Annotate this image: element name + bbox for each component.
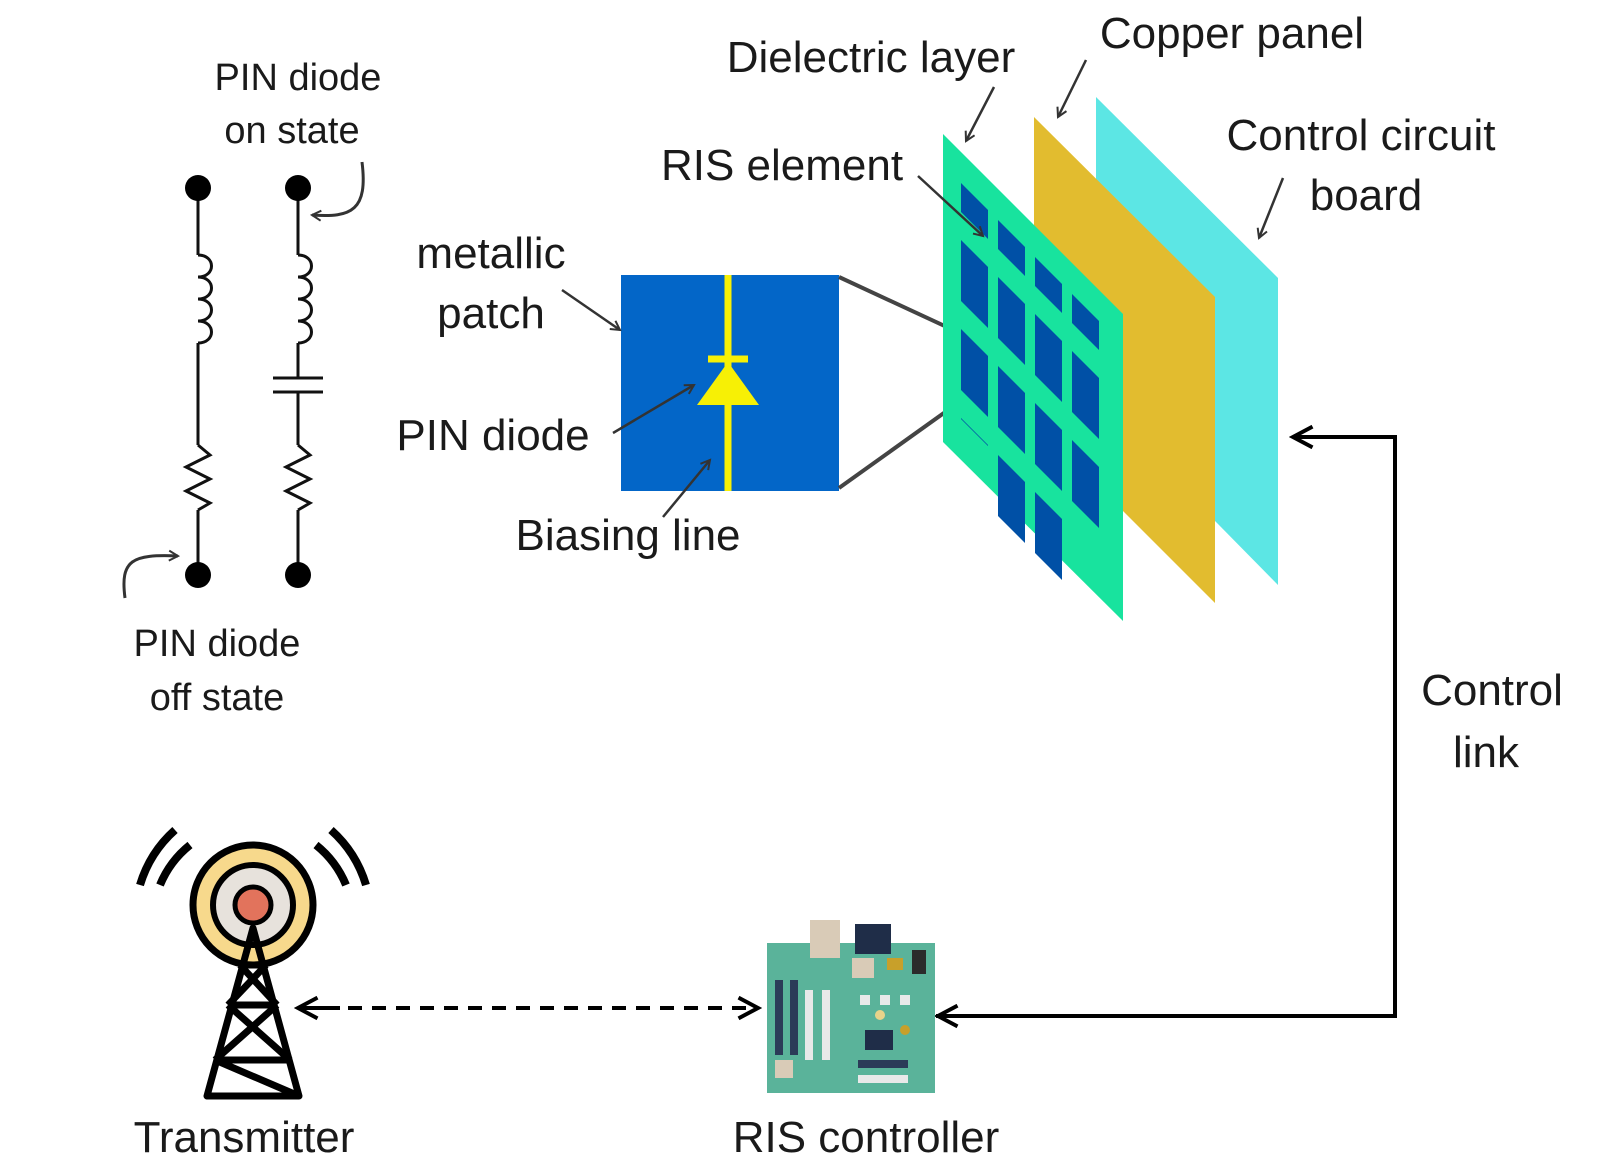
pin-on-label: on state [224,110,359,152]
pointer-arrow [312,161,365,216]
control-link-label: Control [1421,666,1563,715]
control-circuit-board-label: Control circuit [1227,111,1496,160]
pointer-arrow [1259,177,1285,238]
pin-diode-on-state-circuit [273,188,323,575]
metallic-patch-label: metallic [416,229,565,278]
terminal-dot [285,175,311,201]
pin-diode-label: PIN diode [396,411,589,460]
control-link-line [936,437,1397,1018]
pointer-arrow [966,86,996,141]
ris-element-grid [961,183,1099,580]
diode-symbol [697,362,759,405]
pointer-arrow [1058,59,1088,117]
transmitter-label: Transmitter [134,1113,355,1155]
terminal-dot [185,562,211,588]
dielectric-layer-label: Dielectric layer [727,33,1016,82]
pointer-arrow [917,175,983,236]
terminal-dot [285,562,311,588]
control-link-label: link [1453,728,1520,777]
pointer-arrow [662,460,710,518]
ris-controller-label: RIS controller [733,1113,1000,1155]
ris-controller-board-icon [767,920,935,1093]
pin-on-label: PIN diode [215,57,382,99]
control-circuit-board-label: board [1310,171,1423,220]
pointer-arrow [122,556,178,599]
pin-diode-off-state-circuit [182,188,214,575]
pointer-arrow [612,383,694,435]
ris-element-label: RIS element [661,141,903,190]
terminal-dot [185,175,211,201]
metallic-patch-label: patch [437,289,545,338]
pointer-arrow [561,288,620,330]
copper-panel-layer [1034,117,1215,603]
copper-panel-label: Copper panel [1100,9,1364,58]
pin-off-label: PIN diode [134,623,301,665]
biasing-line-label: Biasing line [515,511,740,560]
pin-off-label: off state [150,677,285,719]
transmitter-tower-icon [136,827,370,1100]
